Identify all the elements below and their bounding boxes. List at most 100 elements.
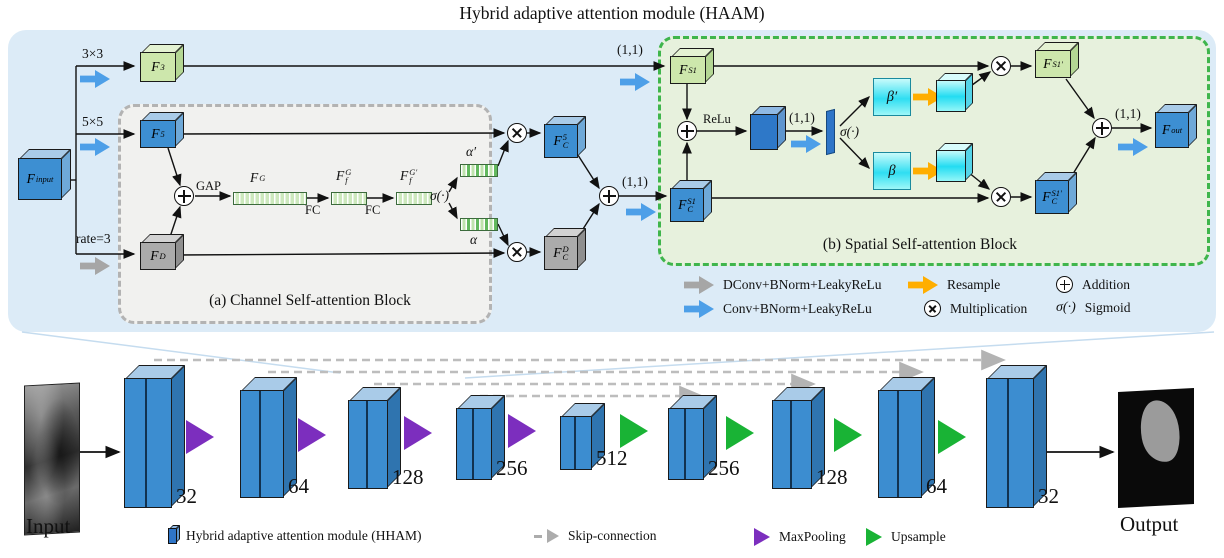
beta-map: β (873, 152, 911, 190)
legend-sigmoid: σ(·) Sigmoid (1056, 300, 1131, 315)
addition-op-merge (599, 186, 619, 206)
gap-label: GAP (196, 179, 222, 193)
legend-haam-module: Hybrid adaptive attention module (HHAM) (168, 525, 421, 544)
upsample-icon (938, 420, 966, 454)
sigmoid-plane (826, 108, 835, 156)
fg-feature-bar (233, 192, 307, 205)
spatial-conv-cube (750, 106, 786, 150)
ffg-feature-bar (331, 192, 367, 205)
legend-resample: Resample (908, 276, 1000, 294)
sigma-icon: σ(·) (1056, 300, 1076, 315)
decoder-block-3 (878, 377, 935, 498)
channels-label: 128 (392, 465, 424, 489)
conv11-label-spatial: (1,1) (789, 110, 815, 125)
fc2-label: FC (365, 203, 381, 217)
upsample-icon (726, 416, 754, 450)
channels-label: 64 (288, 474, 309, 498)
channels-label: 512 (596, 446, 628, 470)
conv11-label-top: (1,1) (617, 42, 643, 57)
alpha-label: α (470, 232, 478, 247)
legend-dconv: DConv+BNorm+LeakyReLu (684, 276, 881, 294)
addition-op-spatial (677, 121, 697, 141)
spatial-block-caption: (b) Spatial Self-attention Block (822, 236, 1018, 253)
input-image (24, 382, 80, 536)
multiply-op-bottom (507, 242, 527, 262)
resample-arrow-icon (908, 276, 938, 294)
alpha-prime-label: α′ (466, 144, 477, 159)
segmentation-mask-blob (1135, 396, 1184, 467)
output-image (1118, 388, 1194, 508)
conv-arrow-icon (684, 300, 714, 318)
addition-icon (1056, 276, 1073, 293)
alpha-bar (460, 218, 498, 231)
branch-label-3x3: 3×3 (82, 46, 104, 61)
ffgp-feature-bar (396, 192, 432, 205)
output-label: Output (1120, 512, 1179, 536)
legend-maxpooling: MaxPooling (754, 528, 846, 546)
skip-connection-icon (534, 534, 542, 538)
decoder-block-4 (986, 365, 1047, 508)
input-label: Input (26, 514, 71, 538)
branch-label-5x5: 5×5 (82, 114, 104, 129)
channel-block-caption: (a) Channel Self-attention Block (209, 292, 411, 309)
bottleneck-block (560, 403, 605, 470)
skip-connection-arrow-icon (547, 529, 559, 543)
channels-label: 64 (926, 474, 947, 498)
dconv-arrow-icon (684, 276, 714, 294)
maxpool-icon (508, 414, 536, 448)
decoder-block-1 (668, 395, 717, 480)
fc1-label: FC (305, 203, 321, 217)
alpha-prime-bar (460, 164, 498, 177)
sigma-spatial-label: σ(·) (840, 124, 860, 139)
legend-upsample: Upsample (866, 528, 946, 546)
maxpool-icon (404, 416, 432, 450)
upsample-icon (834, 418, 862, 452)
spatial-attention-box (658, 36, 1210, 266)
channels-label: 32 (1038, 484, 1059, 508)
legend-addition: Addition (1056, 276, 1130, 293)
encoder-block-3 (348, 387, 401, 489)
addition-op-gap (174, 186, 194, 206)
upsample-icon (866, 528, 882, 546)
maxpool-icon (298, 418, 326, 452)
legend-skip-connection: Skip-connection (534, 528, 656, 544)
channels-label: 256 (708, 456, 740, 480)
branch-label-rate3: rate=3 (76, 231, 111, 246)
upsample-icon (620, 414, 648, 448)
haam-module-icon (168, 525, 180, 544)
multiplication-icon (924, 300, 941, 317)
figure-title: Hybrid adaptive attention module (HAAM) (459, 3, 765, 23)
sigma-channel-label: σ(·) (430, 188, 450, 203)
encoder-block-1 (124, 365, 185, 508)
legend-multiplication: Multiplication (924, 300, 1027, 317)
relu-label: ReLu (703, 112, 731, 126)
beta-prime-map: β′ (873, 78, 911, 116)
addition-op-final (1092, 118, 1112, 138)
encoder-block-2 (240, 377, 297, 498)
channels-label: 32 (176, 484, 197, 508)
resampled-map-top-cube (936, 73, 973, 112)
conv11-label-merge: (1,1) (622, 174, 648, 189)
maxpool-icon (186, 420, 214, 454)
encoder-block-4 (456, 395, 505, 480)
conv11-label-final: (1,1) (1115, 106, 1141, 121)
legend-conv: Conv+BNorm+LeakyReLu (684, 300, 872, 318)
multiply-op-top (507, 123, 527, 143)
resampled-map-bottom-cube (936, 143, 973, 182)
channels-label: 128 (816, 465, 848, 489)
maxpool-icon (754, 528, 770, 546)
